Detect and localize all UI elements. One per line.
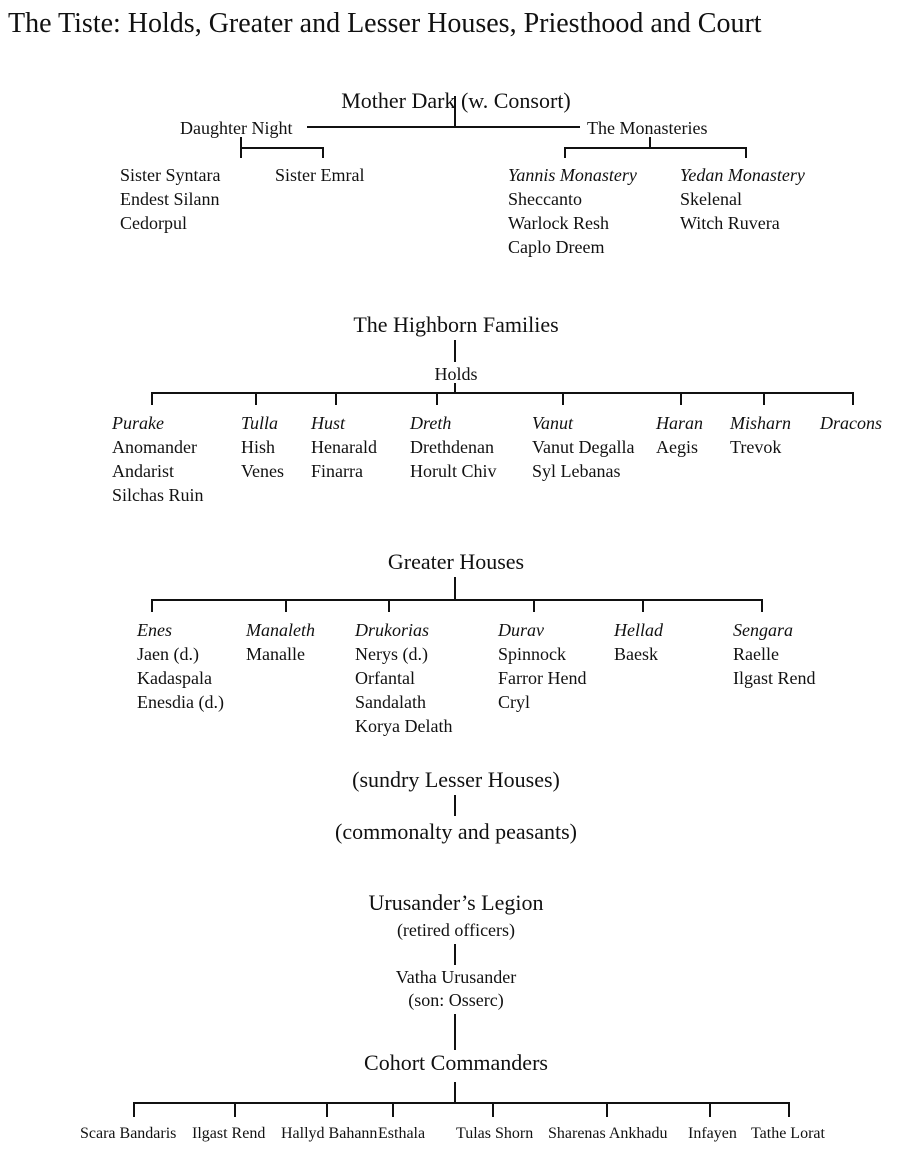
commander: Esthala	[378, 1125, 426, 1142]
member: Finarra	[311, 461, 363, 481]
legion-note: (retired officers)	[396, 920, 516, 940]
member: Sheccanto	[508, 189, 582, 209]
yedan-monastery: Yedan Monastery Skelenal Witch Ruvera	[680, 163, 805, 235]
member: Jaen (d.)	[137, 644, 199, 664]
member: Caplo Dreem	[508, 237, 605, 257]
cohort-commanders: Cohort Commanders	[364, 1050, 548, 1075]
hold-name: Tulla	[241, 413, 279, 433]
member: Trevok	[730, 437, 782, 457]
hold-name: Vanut	[532, 413, 574, 433]
hold-name: Dracons	[820, 413, 882, 433]
member: Silchas Ruin	[112, 485, 204, 505]
member: Raelle	[733, 644, 779, 664]
greater-houses: Greater Houses	[387, 549, 525, 574]
member: Drethdenan	[410, 437, 494, 457]
commander: Scara Bandaris	[80, 1125, 177, 1142]
house-name: Enes	[137, 620, 172, 640]
yannis-monastery: Yannis Monastery Sheccanto Warlock Resh …	[508, 163, 637, 259]
lesser-houses: (sundry Lesser Houses)	[352, 767, 560, 792]
hold-name: Dreth	[410, 413, 452, 433]
member: Sister Emral	[275, 165, 365, 185]
member: Ilgast Rend	[733, 668, 816, 688]
member: Baesk	[614, 644, 658, 664]
house-name: Hellad	[614, 620, 663, 640]
house-name: Drukorias	[355, 620, 430, 640]
house-name: Durav	[498, 620, 544, 640]
member: Henarald	[311, 437, 377, 457]
hold-name: Hust	[311, 413, 346, 433]
monastery-name: Yedan Monastery	[680, 165, 805, 185]
member: Sister Syntara	[120, 165, 221, 185]
commander: Hallyd Bahann	[281, 1125, 378, 1142]
commonalty: (commonalty and peasants)	[335, 819, 577, 844]
member: Manalle	[246, 644, 305, 664]
member: Hish	[241, 437, 276, 457]
hold-name: Haran	[656, 413, 704, 433]
diagram-title: The Tiste: Holds, Greater and Lesser Hou…	[8, 8, 762, 39]
member: Skelenal	[680, 189, 742, 209]
daughter-night-group-2: Sister Emral	[275, 163, 364, 187]
commander: Tulas Shorn	[456, 1125, 534, 1142]
member: Endest Silann	[120, 189, 220, 209]
member: Andarist	[112, 461, 174, 481]
urusanders-legion: Urusander’s Legion	[368, 890, 544, 915]
the-monasteries: The Monasteries	[587, 118, 708, 138]
member: Warlock Resh	[508, 213, 610, 233]
mother-dark: Mother Dark (w. Consort)	[341, 88, 571, 113]
house-name: Manaleth	[246, 620, 315, 640]
member: Spinnock	[498, 644, 567, 664]
daughter-night: Daughter Night	[180, 118, 293, 138]
vatha-urusander: Vatha Urusander	[395, 967, 517, 987]
commander: Tathe Lorat	[751, 1125, 825, 1142]
commander: Sharenas Ankhadu	[548, 1125, 668, 1142]
hold-name: Purake	[112, 413, 164, 433]
member: Enesdia (d.)	[137, 692, 224, 712]
hold-dracons: Dracons	[820, 411, 882, 435]
member: Cryl	[498, 692, 531, 712]
member: Syl Lebanas	[532, 461, 621, 481]
hold-name: Misharn	[730, 413, 792, 433]
highborn-families: The Highborn Families	[353, 312, 559, 337]
member: Cedorpul	[120, 213, 187, 233]
member: Nerys (d.)	[355, 644, 428, 664]
daughter-night-group-1: Sister Syntara Endest Silann Cedorpul	[120, 163, 221, 235]
member: Witch Ruvera	[680, 213, 780, 233]
leader-note: (son: Osserc)	[408, 990, 504, 1010]
member: Kadaspala	[137, 668, 212, 688]
member: Vanut Degalla	[532, 437, 635, 457]
house-name: Sengara	[733, 620, 793, 640]
member: Sandalath	[355, 692, 426, 712]
member: Orfantal	[355, 668, 415, 688]
member: Horult Chiv	[410, 461, 497, 481]
holds-label: Holds	[434, 364, 478, 384]
commander: Ilgast Rend	[192, 1125, 266, 1142]
monastery-name: Yannis Monastery	[508, 165, 637, 185]
member: Venes	[241, 461, 284, 481]
member: Farror Hend	[498, 668, 587, 688]
commander: Infayen	[688, 1125, 737, 1142]
member: Korya Delath	[355, 716, 453, 736]
member: Anomander	[112, 437, 197, 457]
member: Aegis	[656, 437, 698, 457]
